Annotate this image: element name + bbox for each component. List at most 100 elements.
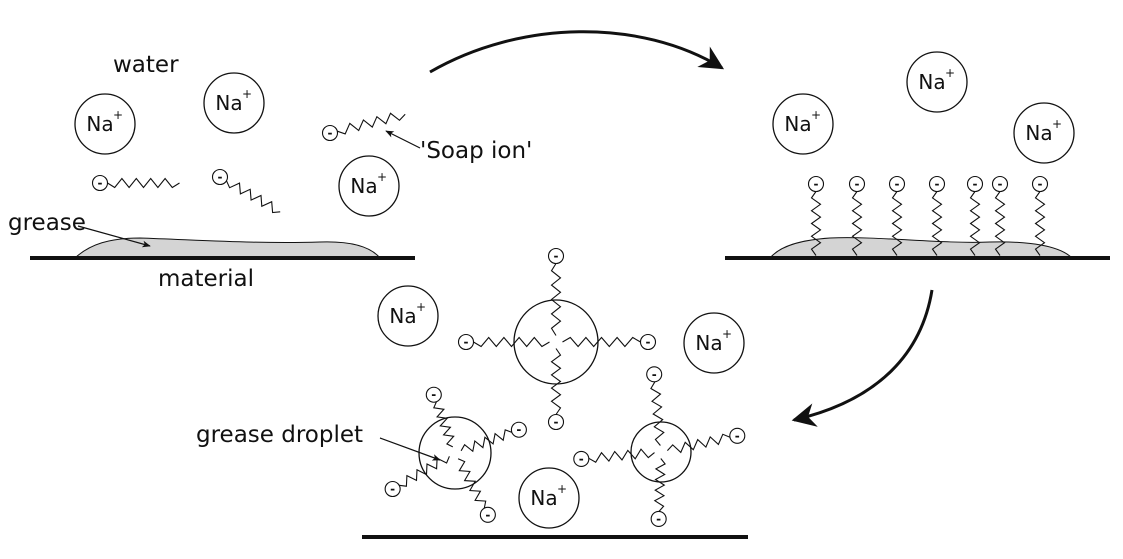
droplet-soap-ion: - bbox=[573, 448, 655, 468]
soap-ion-head bbox=[321, 124, 339, 142]
soap-ion-tail bbox=[650, 381, 665, 446]
sodium-ion-symbol: Na bbox=[389, 304, 416, 328]
soap-ion-head bbox=[650, 510, 667, 528]
soap-ion-head bbox=[966, 175, 984, 193]
soap-ion-head bbox=[573, 450, 590, 468]
attached-soap-ion-4: - bbox=[928, 175, 946, 256]
soap-ion-charge: - bbox=[464, 335, 469, 349]
sodium-ion-symbol: Na bbox=[695, 331, 722, 355]
process-arrow-1 bbox=[429, 30, 725, 74]
droplet-soap-ion: - bbox=[384, 456, 450, 498]
soap-ion-head bbox=[848, 175, 866, 193]
sodium-ion-charge: + bbox=[722, 327, 732, 341]
droplet-soap-ion: - bbox=[457, 333, 550, 351]
grease-droplet-label: grease droplet bbox=[196, 422, 363, 448]
soap-ion-charge: - bbox=[855, 177, 860, 191]
sodium-ion-circle bbox=[518, 467, 580, 529]
soap-ion-head bbox=[425, 386, 442, 403]
soap-ion-charge: - bbox=[579, 452, 584, 466]
sodium-ion-8: Na+ bbox=[683, 312, 745, 374]
grease-droplet-pointer-line bbox=[379, 437, 441, 461]
grease-droplet-right bbox=[630, 421, 692, 483]
sodium-ion-symbol: Na bbox=[530, 486, 557, 510]
soap-ion-head bbox=[547, 413, 565, 431]
attached-soap-ion-3: - bbox=[888, 175, 906, 256]
soap-ion-tail bbox=[891, 191, 903, 256]
droplet-soap-ion: - bbox=[425, 386, 455, 448]
soap-ion-charge: - bbox=[485, 508, 490, 522]
soap-ion-tail bbox=[562, 336, 641, 348]
soap-ion-tail bbox=[810, 191, 822, 256]
soap-ion-charge: - bbox=[646, 335, 651, 349]
sodium-ion-charge: + bbox=[945, 66, 955, 80]
grease-droplet-left bbox=[418, 416, 492, 490]
sodium-ion-4: Na+ bbox=[772, 93, 834, 155]
soap-ion-tail bbox=[337, 112, 406, 135]
soap-ion-head bbox=[991, 175, 1009, 193]
sodium-ion-circle bbox=[203, 72, 265, 134]
attached-soap-ion-7: - bbox=[1031, 175, 1049, 256]
soap-ion-tail bbox=[994, 191, 1006, 256]
soap-ion-head bbox=[91, 174, 109, 192]
soap-ion-free-1: - bbox=[91, 174, 180, 192]
soap-ion-tail bbox=[653, 458, 666, 512]
droplet-soap-ion: - bbox=[547, 348, 565, 431]
sodium-ion-charge: + bbox=[811, 108, 821, 122]
sodium-ion-9: Na+ bbox=[518, 467, 580, 529]
sodium-ion-3: Na+ bbox=[338, 155, 400, 217]
soap-ion-tail bbox=[969, 191, 981, 256]
droplet-soap-ion: - bbox=[646, 366, 665, 446]
attached-soap-ion-2: - bbox=[848, 175, 866, 256]
panel-droplets: grease droplet bbox=[196, 422, 748, 539]
soap-ion-charge: - bbox=[554, 249, 559, 263]
droplet-soap-ion: - bbox=[666, 427, 746, 454]
sodium-ion-circle bbox=[1013, 102, 1075, 164]
soap-ion-tail bbox=[107, 177, 180, 189]
soap-ion-pointer-line bbox=[385, 130, 421, 149]
droplet-soap-ion: - bbox=[547, 247, 565, 336]
soap-ion-charge: - bbox=[895, 177, 900, 191]
soap-ion-tail bbox=[931, 191, 943, 256]
soap-ion-tail bbox=[225, 180, 281, 214]
soap-ion-tail bbox=[550, 263, 562, 336]
water-label: water bbox=[113, 52, 179, 78]
soap-ion-head bbox=[1031, 175, 1049, 193]
sodium-ion-2: Na+ bbox=[203, 72, 265, 134]
soap-ion-tail bbox=[1034, 191, 1046, 256]
sodium-ion-circle bbox=[683, 312, 745, 374]
soap-ion-head bbox=[457, 333, 475, 351]
attached-soap-ion-5: - bbox=[966, 175, 984, 256]
soap-ion-tail bbox=[851, 191, 863, 256]
grease-pointer-line bbox=[77, 225, 151, 248]
sodium-ion-charge: + bbox=[242, 87, 252, 101]
soap-ion-tail bbox=[457, 458, 487, 509]
droplet-soap-ion: - bbox=[650, 458, 667, 528]
sodium-ion-circle bbox=[377, 285, 439, 347]
soap-ion-tail bbox=[399, 456, 450, 487]
soap-ion-head bbox=[928, 175, 946, 193]
panel-before: water grease material 'Soap ion' bbox=[8, 52, 532, 292]
soap-ion-free-2: - bbox=[211, 168, 281, 214]
soap-ion-charge: - bbox=[218, 170, 223, 184]
soap-ion-head bbox=[479, 506, 496, 523]
ions-and-droplets: Na+Na+Na+---Na+Na+Na+-------Na+Na+Na+---… bbox=[74, 51, 1075, 529]
sodium-ion-symbol: Na bbox=[784, 112, 811, 136]
sodium-ion-symbol: Na bbox=[350, 174, 377, 198]
soap-ion-charge: - bbox=[1038, 177, 1043, 191]
soap-ion-tail bbox=[588, 448, 655, 463]
soap-ion-head bbox=[807, 175, 825, 193]
sodium-ion-circle bbox=[338, 155, 400, 217]
sodium-ion-circle bbox=[906, 51, 968, 113]
process-arrow-2 bbox=[791, 289, 934, 427]
grease-layer bbox=[73, 237, 382, 259]
soap-ion-charge: - bbox=[554, 415, 559, 429]
sodium-ion-charge: + bbox=[377, 170, 387, 184]
soap-ion-charge: - bbox=[328, 126, 333, 140]
soap-ion-charge: - bbox=[98, 176, 103, 190]
sodium-ion-charge: + bbox=[557, 482, 567, 496]
soap-ion-charge: - bbox=[431, 388, 436, 402]
sodium-ion-5: Na+ bbox=[906, 51, 968, 113]
sodium-ion-6: Na+ bbox=[1013, 102, 1075, 164]
